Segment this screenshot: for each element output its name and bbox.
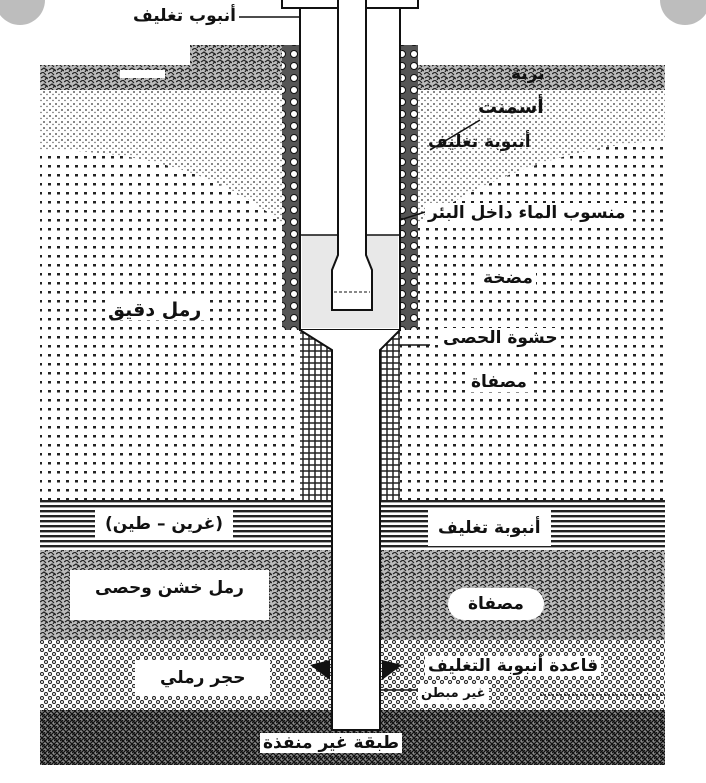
label-casing-pipe-upper: أنبوبة تغليف — [428, 132, 531, 152]
label-casing-base: قاعدة أنبوبة التغليف — [425, 656, 602, 676]
gravel-pack-left — [282, 45, 300, 330]
label-sandstone: حجر رملي — [135, 660, 271, 696]
label-silt-clay: (غرين – طين) — [95, 510, 233, 538]
pump[interactable] — [331, 0, 373, 311]
label-top-casing: أنبوب تغليف — [130, 6, 239, 26]
label-impermeable-layer: طبقة غير منفذة — [260, 733, 403, 753]
label-water-level: منسوب الماء داخل البئر — [425, 203, 629, 223]
label-screen-upper: مصفاة — [468, 372, 530, 392]
label-casing-pipe-lower: أنبوبة تغليف — [428, 510, 551, 546]
gravel-pack-right — [400, 45, 418, 330]
screen-gravel — [300, 330, 400, 500]
label-cement: أسمنت — [478, 96, 544, 118]
label-fine-sand: رمل دقيق — [105, 300, 205, 320]
label-coarse-sand-gravel: رمل خشن وحصى — [70, 570, 269, 620]
clay-seal-right — [380, 500, 400, 550]
casing-base-wedge-left — [310, 660, 330, 680]
soil-gap — [120, 70, 165, 78]
label-pump: مضخة — [480, 268, 536, 288]
label-screen-lower: مصفاة — [448, 588, 544, 620]
label-gravel-pack: حشوة الحصى — [440, 328, 561, 348]
leader-lines — [230, 16, 665, 696]
label-unlined: غير مبطن — [418, 684, 489, 704]
clay-seal-left — [300, 500, 332, 550]
casing-base-wedge-right — [382, 660, 402, 680]
well-screen-pipe[interactable] — [299, 329, 401, 731]
label-soil: تربة — [511, 64, 545, 84]
